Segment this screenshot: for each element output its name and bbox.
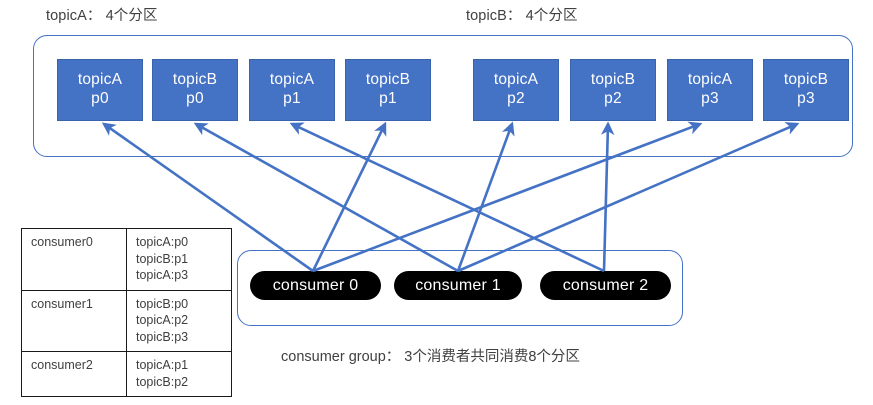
table-cell-consumer: consumer2 bbox=[21, 351, 127, 397]
table-cell-consumer: consumer0 bbox=[21, 228, 127, 291]
partition-topic-label: topicA bbox=[77, 71, 123, 89]
table-cell-partitions: topicA:p1 topicB:p2 bbox=[126, 351, 232, 397]
partition-assignment-line: topicA:p0 bbox=[136, 235, 189, 249]
table-row: consumer1 topicB:p0 topicA:p2 topicB:p3 bbox=[21, 289, 232, 352]
partition-index-label: p1 bbox=[379, 90, 397, 107]
partition-assignment-line: topicB:p2 bbox=[136, 374, 189, 389]
topic-a-label: topicA： 4个分区 bbox=[46, 8, 158, 24]
partition-topic-label: topicA bbox=[687, 71, 733, 89]
partition-topic-label: topicA bbox=[493, 71, 539, 89]
partition-assignment-line: topicB:p3 bbox=[136, 329, 189, 344]
partition-assignment-line: topicA:p1 bbox=[136, 358, 189, 372]
partition-assignment-line: topicA:p2 bbox=[136, 313, 189, 327]
consumer-pill-0[interactable]: consumer 0 bbox=[250, 271, 381, 300]
partition-topic-label: topicB bbox=[783, 71, 829, 89]
partition-index-label: p3 bbox=[701, 90, 719, 107]
partition-topic-label: topicB bbox=[365, 71, 411, 89]
table-cell-consumer: consumer1 bbox=[21, 289, 127, 352]
table-cell-partitions: topicB:p0 topicA:p2 topicB:p3 bbox=[126, 289, 232, 352]
partition-topic-label: topicB bbox=[590, 71, 636, 89]
table-row: consumer0 topicA:p0 topicB:p1 topicA:p3 bbox=[21, 228, 232, 291]
partition-topic-label: topicA bbox=[269, 71, 315, 89]
table-row: consumer2 topicA:p1 topicB:p2 bbox=[21, 351, 232, 397]
partition-index-label: p3 bbox=[797, 90, 815, 107]
partition-topic-label: topicB bbox=[172, 71, 218, 89]
partition-index-label: p0 bbox=[91, 90, 109, 107]
consumer-pill-1[interactable]: consumer 1 bbox=[394, 271, 522, 300]
partition-index-label: p2 bbox=[507, 90, 525, 107]
partition-assignment-line: topicA:p3 bbox=[136, 268, 189, 282]
consumer-pill-2[interactable]: consumer 2 bbox=[540, 271, 671, 300]
partition-index-label: p0 bbox=[186, 90, 204, 107]
table-cell-partitions: topicA:p0 topicB:p1 topicA:p3 bbox=[126, 228, 232, 291]
partition-index-label: p2 bbox=[604, 90, 622, 107]
partition-assignment-line: topicB:p1 bbox=[136, 251, 189, 266]
partition-index-label: p1 bbox=[283, 90, 301, 107]
consumer-group-caption: consumer group： 3个消费者共同消费8个分区 bbox=[281, 349, 580, 365]
topic-b-label: topicB： 4个分区 bbox=[466, 8, 578, 24]
partition-assignment-line: topicB:p0 bbox=[136, 296, 189, 311]
